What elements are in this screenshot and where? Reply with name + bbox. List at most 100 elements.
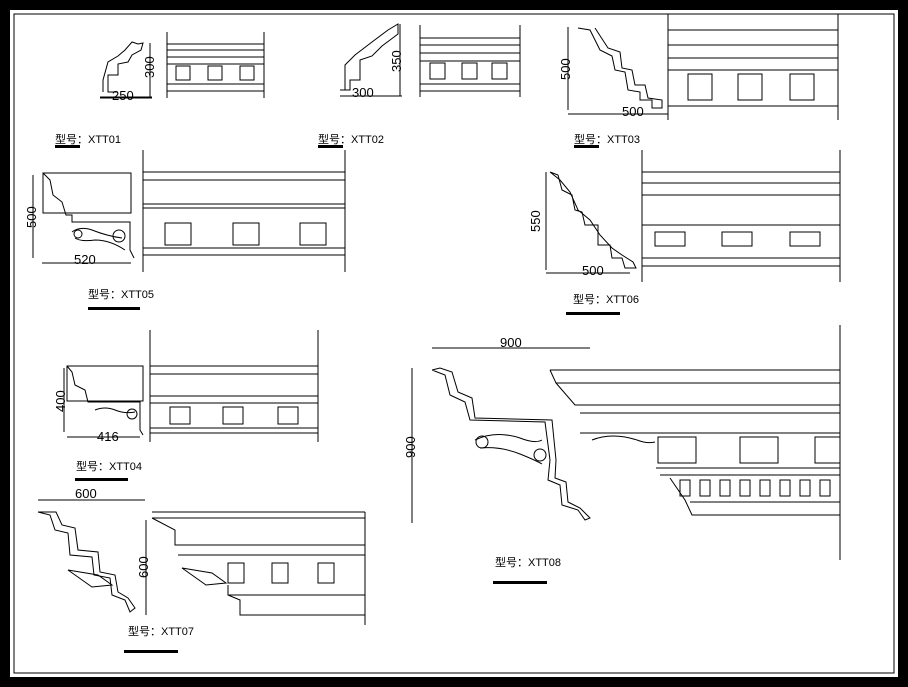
drawing-line	[475, 435, 489, 449]
model-xtt08: 900 900 型号：XTT08	[403, 325, 841, 584]
dimension-width: 900	[500, 335, 522, 350]
drawing-line	[227, 585, 365, 616]
model-xtt04: 400 416 型号：XTT04	[53, 330, 319, 481]
drawing-line	[533, 448, 547, 462]
drawing-line	[789, 231, 821, 247]
elevation	[149, 330, 319, 442]
model-label: 型号：XTT08	[495, 555, 561, 569]
drawing-line	[207, 65, 223, 81]
drawing-line	[232, 222, 260, 246]
dimension-height: 900	[403, 436, 418, 458]
drawing-line	[493, 581, 547, 584]
drawing-line	[739, 436, 779, 464]
dimension-height: 550	[528, 210, 543, 232]
drawing-line	[759, 479, 771, 497]
drawing-line	[66, 365, 144, 436]
model-label: 型号：XTT02	[318, 132, 384, 146]
drawing-line	[461, 62, 478, 80]
drawing-line	[55, 145, 80, 148]
drawing-line	[814, 436, 841, 464]
dimension-height: 300	[142, 56, 157, 78]
drawing-line	[88, 307, 140, 310]
drawing-line	[819, 479, 831, 497]
dimension-width: 416	[97, 429, 119, 444]
drawing-line	[431, 367, 591, 521]
drawing-line	[687, 73, 713, 101]
drawing-line	[799, 479, 811, 497]
drawing-line	[318, 145, 343, 148]
drawing-line	[239, 65, 255, 81]
drawing-line	[789, 73, 815, 101]
drawing-line	[37, 511, 136, 613]
drawing-line	[42, 172, 132, 214]
dimension-width: 600	[75, 486, 97, 501]
drawing-line	[73, 229, 83, 239]
drawing-line	[227, 562, 245, 584]
drawing-line	[340, 23, 399, 91]
elevation	[667, 14, 839, 120]
dimension-width: 300	[352, 85, 374, 100]
model-xtt05: 500 520 型号：XTT05	[24, 150, 346, 310]
dimension-height: 500	[558, 58, 573, 80]
model-label: 型号：XTT05	[88, 287, 154, 301]
elevation	[549, 325, 841, 560]
dimension-height: 400	[53, 390, 68, 412]
elevation	[641, 150, 841, 282]
profile-section	[102, 41, 144, 93]
drawing-line	[779, 479, 791, 497]
dimension-width: 250	[112, 88, 134, 103]
paper	[10, 10, 898, 677]
drawing-line	[699, 479, 711, 497]
drawing-line	[317, 562, 335, 584]
drawing-line	[654, 231, 686, 247]
model-label: 型号：XTT06	[573, 292, 639, 306]
elevation	[419, 25, 521, 97]
drawing-line	[299, 222, 327, 246]
drawing-line	[124, 650, 178, 653]
drawing-line	[679, 479, 691, 497]
model-label: 型号：XTT04	[76, 459, 142, 473]
drawing-line	[737, 73, 763, 101]
elevation	[166, 32, 265, 98]
elevation	[142, 150, 346, 272]
elevation	[151, 511, 366, 625]
drawing-line	[739, 479, 751, 497]
inner-frame	[13, 13, 895, 674]
drawing-line	[429, 62, 446, 80]
drawing-line	[271, 562, 289, 584]
model-xtt02: 300 350 型号：XTT02	[318, 23, 521, 148]
drawing-line	[719, 479, 731, 497]
drawing-line	[126, 408, 138, 420]
drawing-line	[566, 312, 620, 315]
drawing-line	[491, 62, 508, 80]
drawing-line	[474, 434, 543, 465]
drawing-line	[574, 145, 599, 148]
drawing-line	[555, 382, 840, 406]
drawing-line	[277, 406, 299, 425]
dimension-height: 350	[389, 50, 404, 72]
drawing-line	[75, 478, 128, 481]
drawing-line	[549, 171, 637, 269]
model-label: 型号：XTT03	[574, 132, 640, 146]
drawing-line	[66, 365, 144, 402]
drawing-line	[42, 172, 135, 259]
drawing-line	[94, 407, 136, 414]
drawing-line	[591, 435, 656, 444]
drawing-line	[181, 567, 228, 586]
model-xtt07: 600 600 型号：XTT07	[37, 486, 366, 653]
dimension-width: 500	[582, 263, 604, 278]
model-xtt01: 250 300 型号：XTT01	[55, 32, 265, 148]
drawing-line	[657, 436, 697, 464]
drawing-line	[67, 569, 114, 588]
dimension-width: 520	[74, 252, 96, 267]
drawing-line	[577, 27, 663, 109]
drawing-line	[721, 231, 753, 247]
model-xtt03: 500 500 型号：XTT03	[558, 14, 839, 148]
drawing-line	[169, 406, 191, 425]
model-label: 型号：XTT01	[55, 132, 121, 146]
drawing-line	[112, 229, 126, 243]
model-label: 型号：XTT07	[128, 624, 194, 638]
drawing-line	[222, 406, 244, 425]
